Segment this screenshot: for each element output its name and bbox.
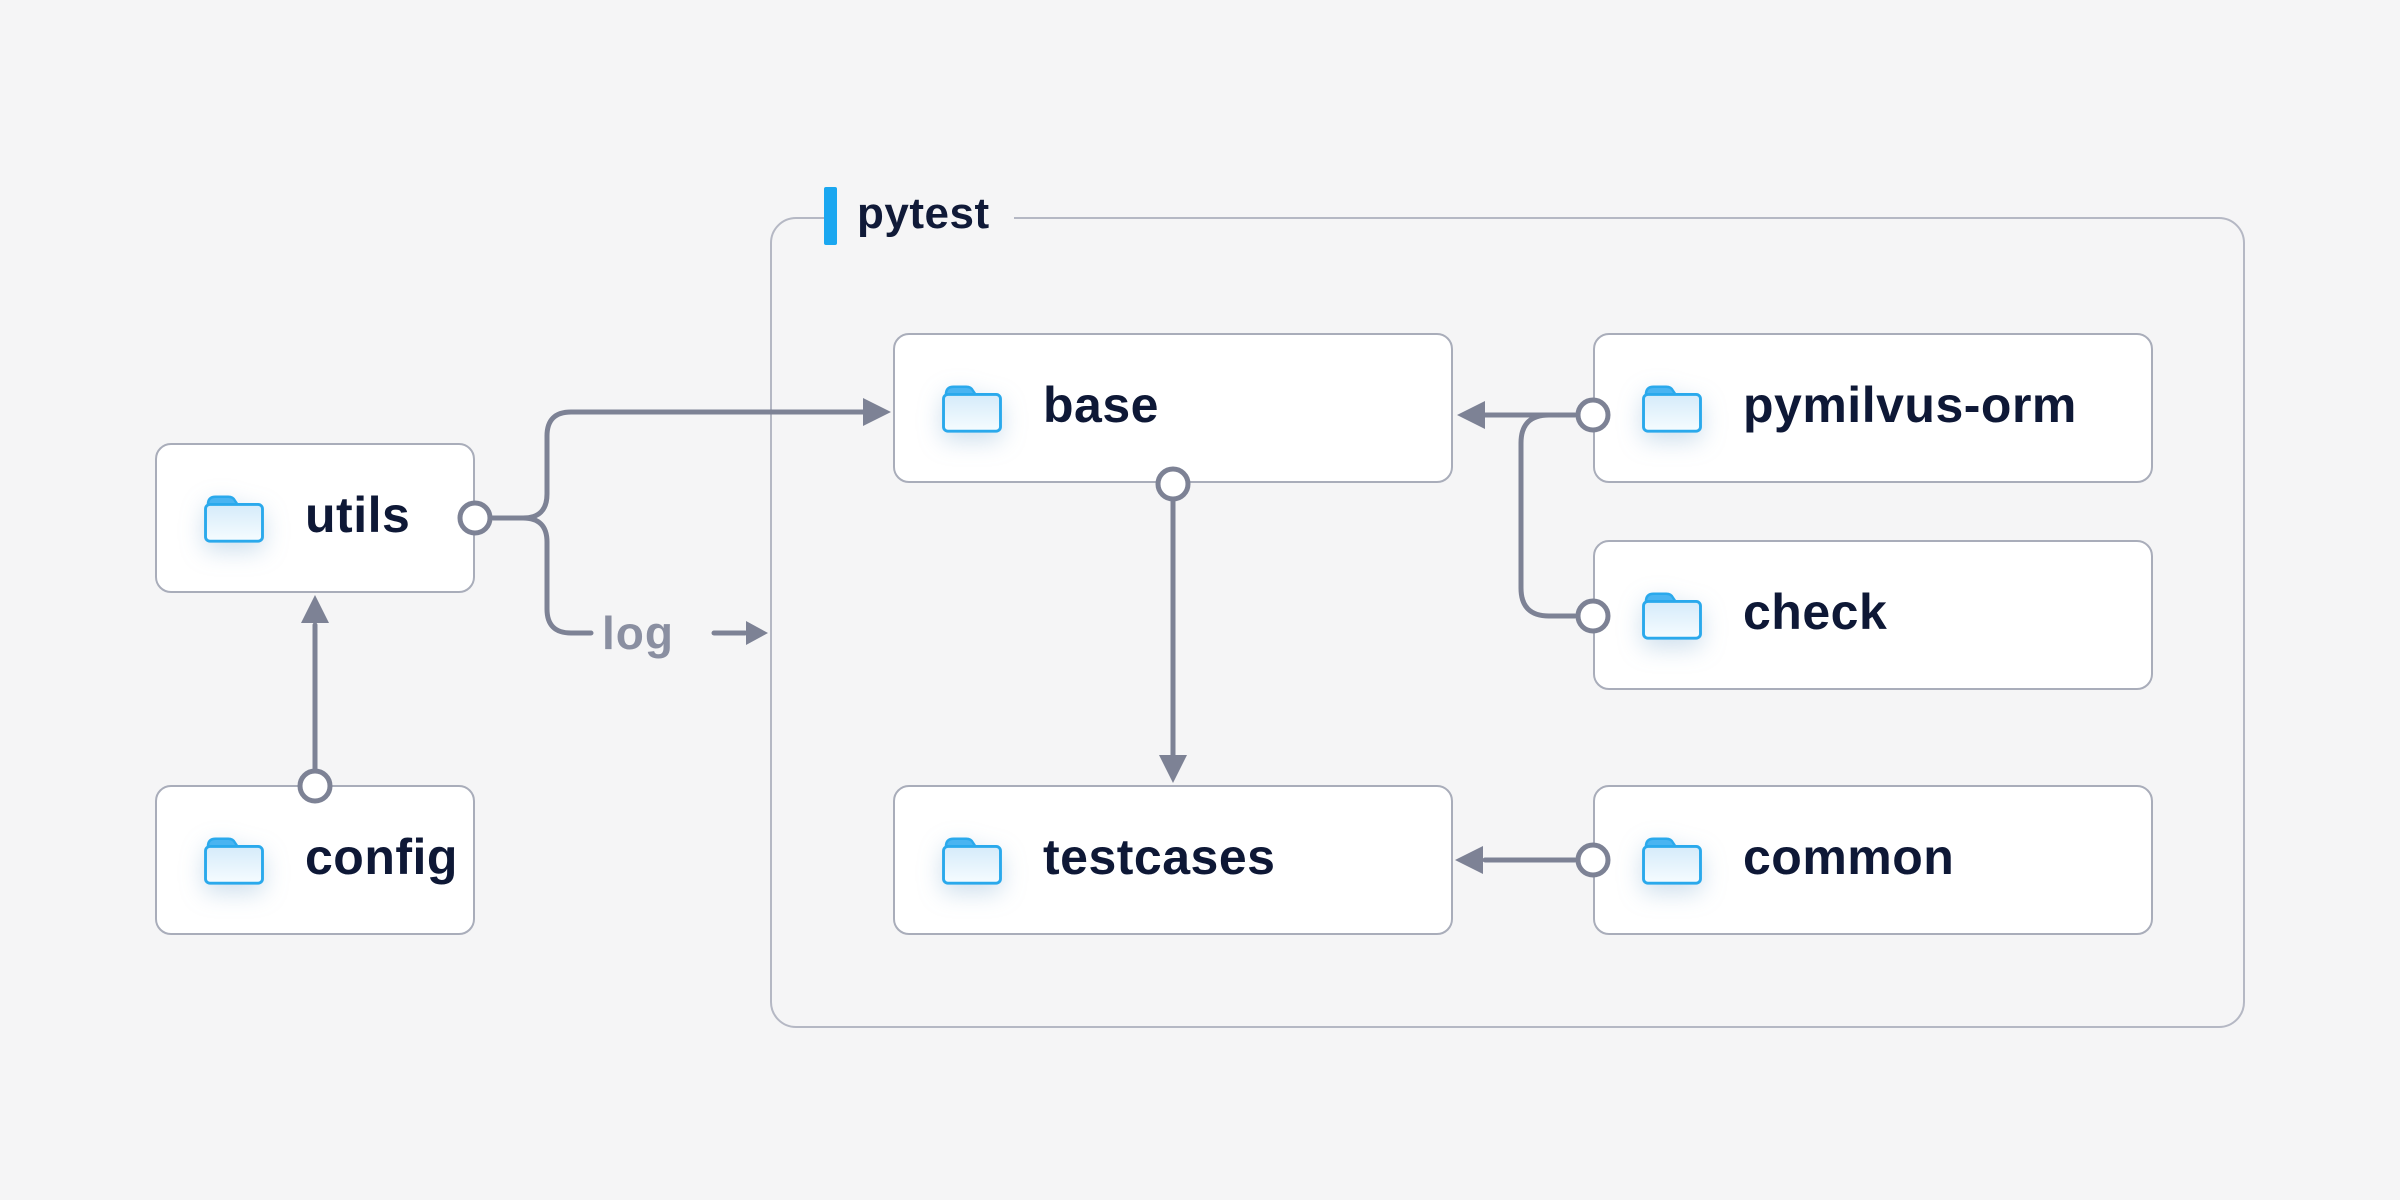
node-label: utils	[305, 487, 411, 543]
folder-icon	[1642, 592, 1702, 640]
group-title: pytest	[857, 189, 990, 238]
node-label: common	[1743, 829, 1955, 885]
node-check: check	[1593, 540, 2153, 690]
edge-utils-to-log	[520, 515, 594, 636]
node-config: config	[155, 785, 475, 935]
pytest-group-label: pytest	[824, 186, 1014, 246]
node-pymilvus-orm: pymilvus-orm	[1593, 333, 2153, 483]
folder-icon	[204, 495, 264, 543]
node-utils: utils	[155, 443, 475, 593]
folder-icon	[204, 837, 264, 885]
node-common: common	[1593, 785, 2153, 935]
edge-config-to-utils	[301, 595, 329, 773]
folder-icon	[1642, 385, 1702, 433]
folder-icon	[942, 385, 1002, 433]
log-edge-label-text: log	[602, 607, 674, 659]
folder-icon	[942, 837, 1002, 885]
log-arrow-icon	[711, 621, 768, 645]
node-label: check	[1743, 584, 1888, 640]
accent-bar-icon	[824, 187, 837, 245]
node-base: base	[893, 333, 1453, 483]
node-label: pymilvus-orm	[1743, 377, 2077, 433]
log-edge-label: log	[602, 603, 702, 663]
pytest-group-container	[770, 217, 2245, 1028]
node-label: testcases	[1043, 829, 1276, 885]
node-testcases: testcases	[893, 785, 1453, 935]
node-label: base	[1043, 377, 1159, 433]
folder-icon	[1642, 837, 1702, 885]
node-label: config	[305, 829, 458, 885]
